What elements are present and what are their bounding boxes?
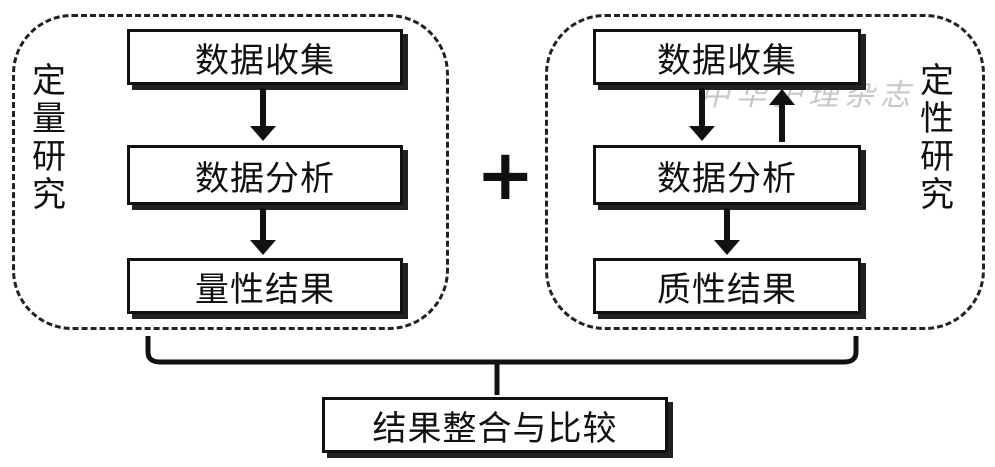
quant-data-analysis-box: 数据分析 [127, 145, 403, 205]
qual-data-collection-box: 数据收集 [593, 29, 861, 85]
quant-arrow-head [250, 126, 276, 141]
qual-arrow-head [689, 126, 715, 141]
qual-arrow-head [769, 89, 795, 105]
plus-symbol: + [476, 134, 535, 216]
qual-data-analysis-box: 数据分析 [593, 145, 861, 205]
quant-arrow-head [250, 240, 276, 255]
quantitative-label-char: 定 [32, 61, 66, 101]
qualitative-label-char: 定 [920, 61, 954, 101]
qual-result-box: 质性结果 [593, 258, 861, 314]
qualitative-label-char: 究 [920, 175, 954, 215]
qualitative-label-char: 研 [920, 137, 954, 177]
qual-arrow-head [714, 240, 740, 255]
quantitative-label-char: 究 [32, 175, 66, 215]
quantitative-label-char: 量 [32, 99, 66, 139]
quant-data-collection-box: 数据收集 [127, 29, 403, 85]
qualitative-label-char: 性 [920, 99, 954, 139]
integration-bracket [145, 336, 859, 365]
integration-box: 结果整合与比较 [322, 397, 668, 453]
qualitative-panel [545, 14, 985, 330]
qualitative-label: 定 性 研 究 [918, 62, 956, 214]
quantitative-panel [12, 14, 449, 330]
quantitative-label-char: 研 [32, 137, 66, 177]
quant-result-box: 量性结果 [127, 258, 403, 314]
quantitative-label: 定 量 研 究 [30, 62, 68, 214]
